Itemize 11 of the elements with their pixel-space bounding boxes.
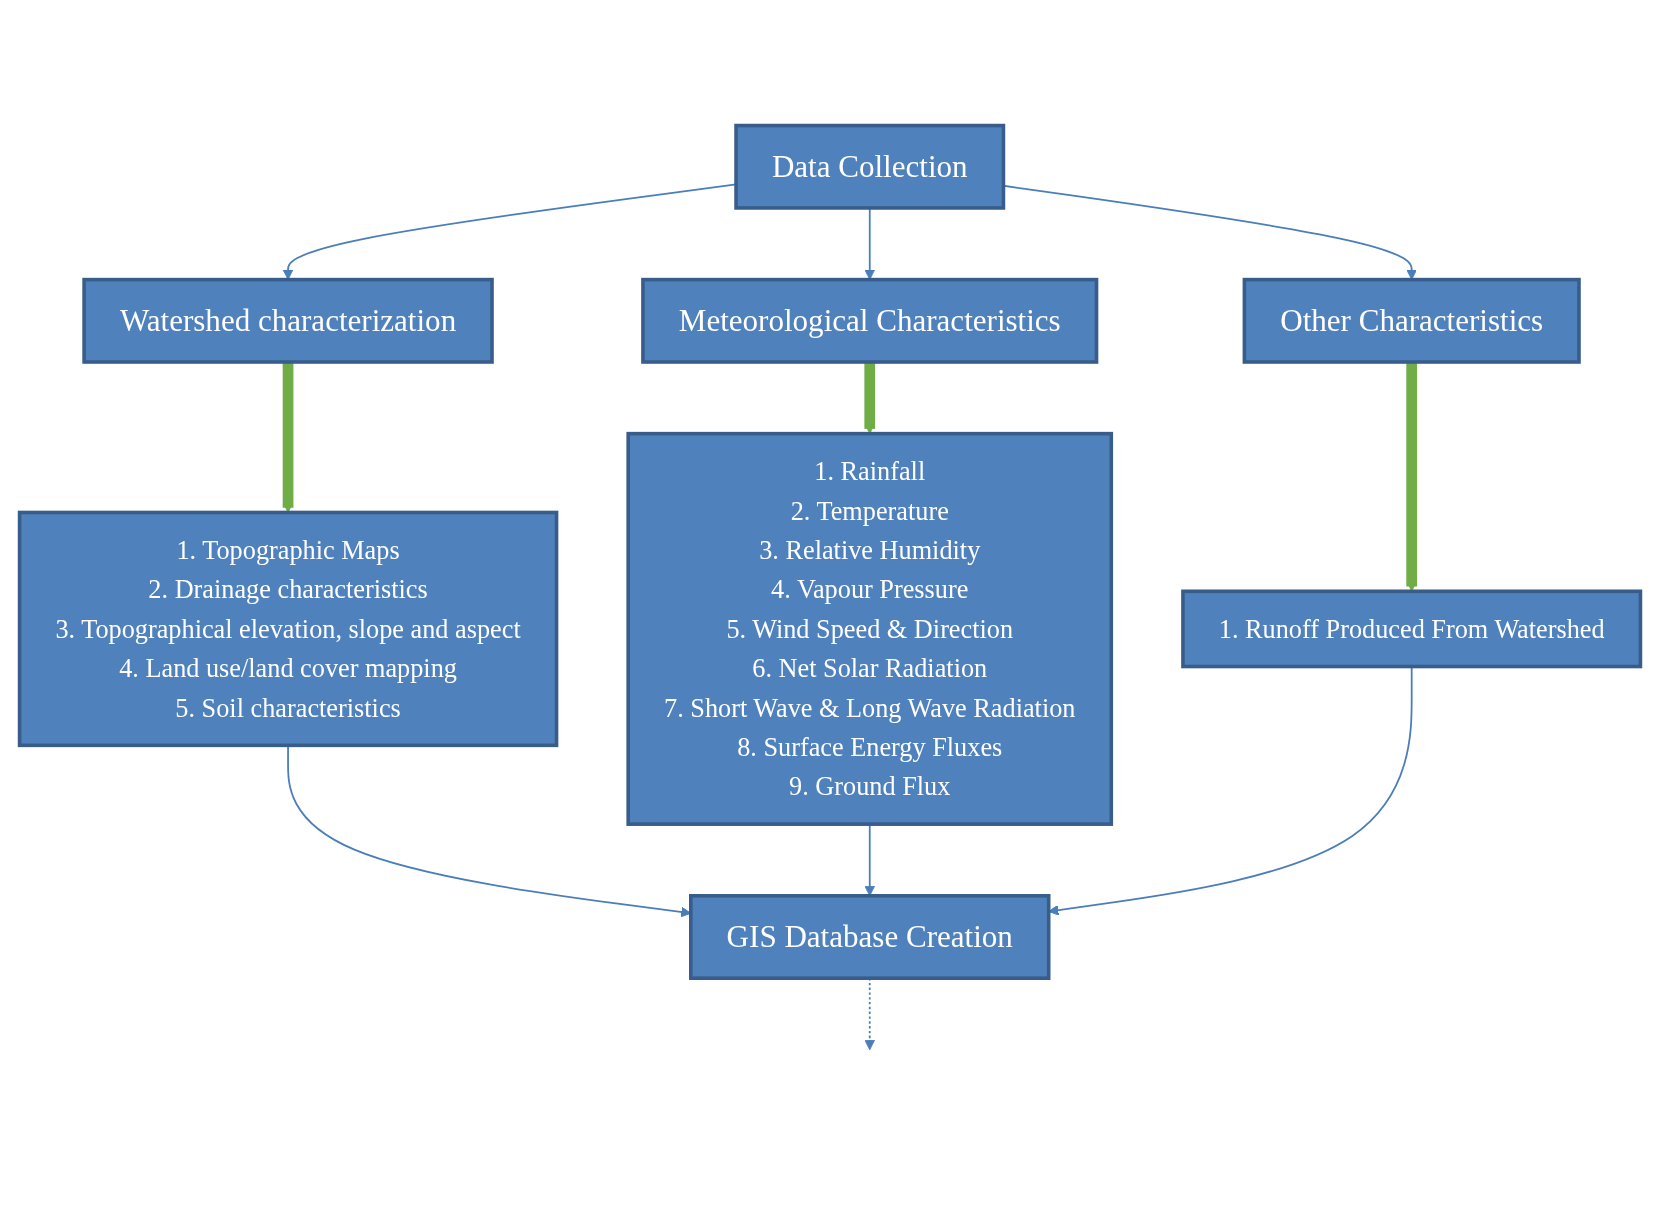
node-box: 1. Rainfall 2. Temperature 3. Relative Humidity 4. Vapour Pressure 5. Wind Speed & Direction 6. Net Solar Radiation 7. Short Wave & Long Wave Radiation 8. Surface Energy Fluxes 9. Ground Flux [625,431,1113,826]
node-box: Data Collection [733,123,1005,210]
node-box: Watershed characterization [81,277,494,364]
node-box: Meteorological Characteristics [640,277,1098,364]
node-box: 1. Runoff Produced From Watershed [1180,589,1642,669]
arrow [1405,361,1417,592]
arrow [282,361,293,513]
arrow [863,361,875,434]
node-box: GIS Database Creation [688,893,1050,980]
node-box: Other Characteristics [1242,277,1581,364]
node-box: 1. Topographic Maps 2. Drainage characteristics 3. Topographical elevation, slope and aspect 4. Land use/land cover mapping 5. Soil characteristics [17,510,558,747]
